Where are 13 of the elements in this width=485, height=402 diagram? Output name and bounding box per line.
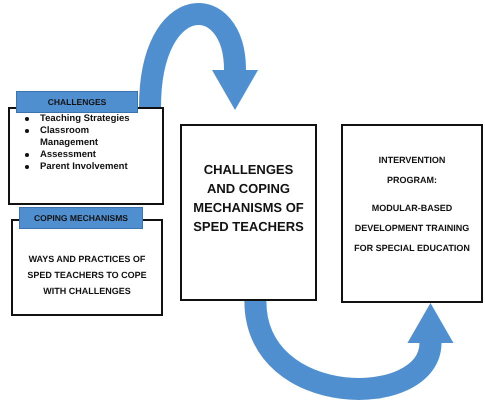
bullet-item: Parent Involvement: [40, 161, 129, 173]
description-text: WAYS AND PRACTICES OF SPED TEACHERS TO COPE WITH CHALLENGES: [26, 253, 148, 298]
program-title: INTERVENTION PROGRAM:: [378, 154, 446, 187]
text-box: [180, 124, 317, 301]
text-box: [341, 124, 483, 303]
heading-tab: CHALLENGES: [16, 91, 138, 113]
bullet-item: Classroom Management: [40, 125, 100, 149]
program-description: MODULAR-BASED DEVELOPMENT TRAINING FOR SPECIAL EDUCATION: [353, 202, 471, 255]
bullet-item: Assessment: [40, 149, 97, 161]
heading-tab: COPING MECHANISMS: [19, 207, 143, 229]
main-topic-text: CHALLENGES AND COPING MECHANISMS OF SPED TEACHERS: [192, 161, 305, 236]
curved-arrow: [244, 299, 453, 400]
bullet-item: Teaching Strategies: [40, 113, 131, 125]
